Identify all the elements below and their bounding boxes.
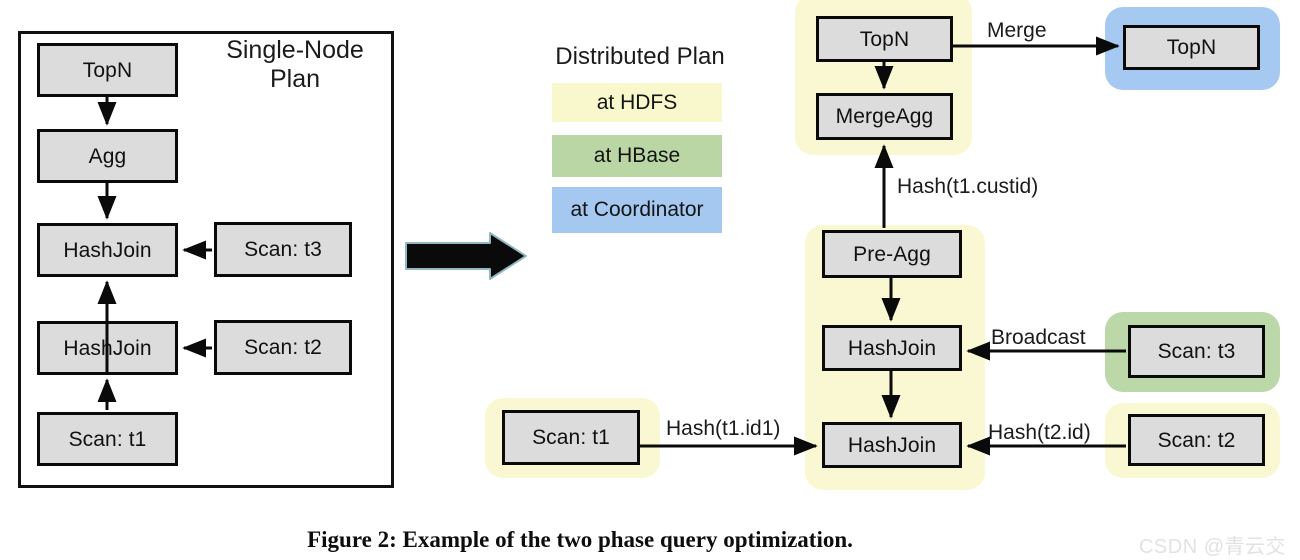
single-node-plan-title-line1: Single-Node (226, 36, 364, 64)
node-scan-t2-dist[interactable]: Scan: t2 (1128, 414, 1265, 466)
node-hashjoin-lower-dist[interactable]: HashJoin (822, 422, 962, 468)
edge-label-merge: Merge (987, 19, 1047, 42)
node-hashjoin-lower-single[interactable]: HashJoin (37, 321, 178, 375)
node-hashjoin-upper-dist[interactable]: HashJoin (822, 325, 962, 371)
single-node-plan-title: Single-Node Plan (200, 36, 390, 94)
node-preagg[interactable]: Pre-Agg (822, 230, 962, 278)
node-scan-t3-single[interactable]: Scan: t3 (214, 222, 352, 277)
transition-arrow-icon (405, 232, 527, 280)
node-scan-t1-single[interactable]: Scan: t1 (37, 412, 178, 466)
figure-caption: Figure 2: Example of the two phase query… (307, 527, 853, 552)
edge-label-hash-t1-id1: Hash(t1.id1) (666, 417, 781, 440)
node-topn-hdfs[interactable]: TopN (816, 16, 953, 62)
edge-label-hash-custid: Hash(t1.custid) (897, 175, 1039, 198)
distributed-plan-title: Distributed Plan (555, 43, 725, 70)
legend-item-hbase: at HBase (552, 135, 722, 177)
node-topn-coordinator[interactable]: TopN (1123, 25, 1260, 70)
node-mergeagg[interactable]: MergeAgg (816, 93, 953, 140)
node-hashjoin-upper-single[interactable]: HashJoin (37, 223, 178, 277)
legend-item-hdfs: at HDFS (552, 83, 722, 122)
edge-label-hash-t2-id: Hash(t2.id) (988, 421, 1091, 444)
edge-label-broadcast: Broadcast (991, 326, 1086, 349)
single-node-plan-title-line2: Plan (269, 64, 321, 93)
node-scan-t2-single[interactable]: Scan: t2 (214, 320, 352, 375)
node-agg-single[interactable]: Agg (37, 129, 178, 183)
watermark-text: CSDN @青云交 (1138, 536, 1286, 558)
legend-item-coordinator: at Coordinator (552, 187, 722, 233)
node-topn-single[interactable]: TopN (37, 43, 178, 97)
node-scan-t1-dist[interactable]: Scan: t1 (502, 410, 640, 465)
node-scan-t3-dist[interactable]: Scan: t3 (1128, 325, 1265, 378)
